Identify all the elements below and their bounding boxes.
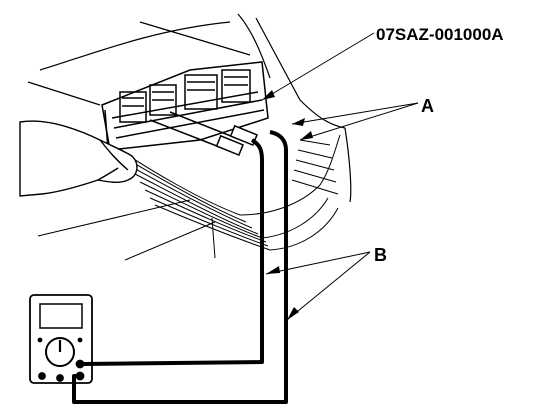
multimeter	[29, 294, 93, 384]
hand	[19, 120, 138, 197]
callout-label-a: A	[421, 96, 434, 116]
leader-lines	[261, 32, 419, 321]
leader-arrowheads	[262, 90, 313, 320]
meter-jack	[38, 372, 46, 380]
meter-jack	[56, 374, 64, 382]
callout-label-b: B	[374, 245, 387, 265]
ecm-connector	[101, 61, 269, 151]
part-number-label: 07SAZ-001000A	[376, 25, 504, 44]
test-probes	[149, 111, 258, 157]
selector-dial	[45, 337, 75, 367]
test-leads	[72, 130, 288, 404]
